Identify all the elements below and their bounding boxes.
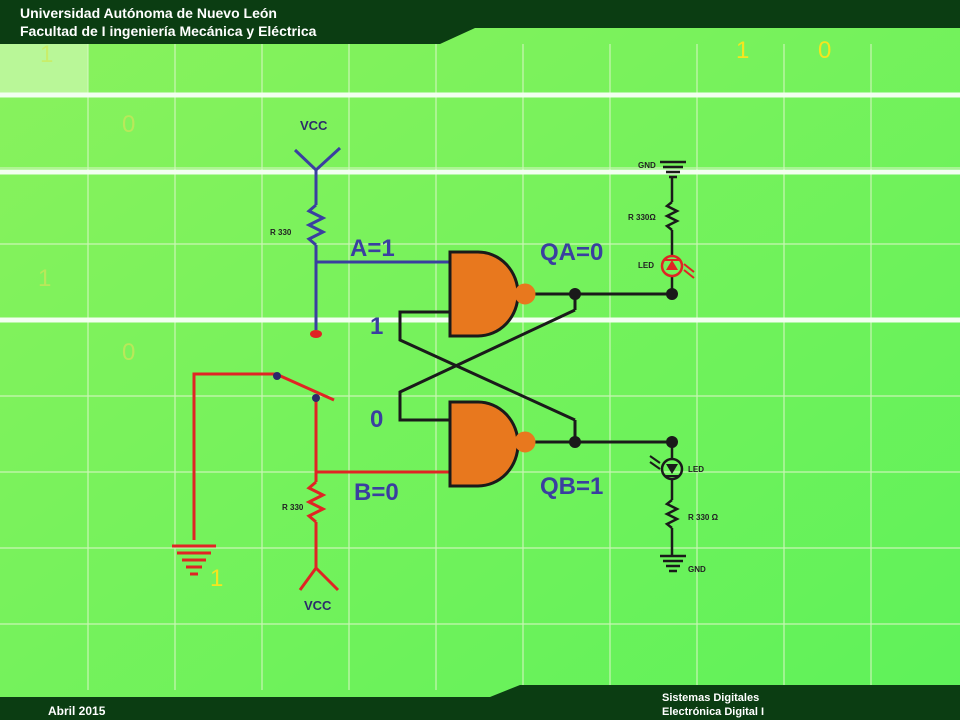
gnd-top-label: GND (638, 161, 656, 170)
footer-bar (0, 685, 960, 720)
footer-date: Abril 2015 (48, 704, 106, 718)
digit-top-left: 1 (40, 41, 53, 68)
led-top-label: LED (638, 261, 654, 270)
feedback-bottom-label: 0 (370, 406, 383, 433)
digit-left-row4: 0 (122, 339, 135, 366)
footer-course-line2: Electrónica Digital I (662, 706, 765, 718)
gnd-bottom-label: GND (688, 565, 706, 574)
led-bottom-label: LED (688, 465, 704, 474)
led-bottom-icon (649, 455, 684, 481)
nand-gate-bottom (448, 400, 536, 488)
input-a-terminal (310, 330, 322, 338)
output-bottom-circuit (660, 442, 686, 573)
vcc-top-label: VCC (300, 118, 328, 133)
faculty-title: Facultad de I ingeniería Mecánica y Eléc… (20, 23, 317, 39)
footer-course-line1: Sistemas Digitales (662, 692, 760, 704)
res-bottom-label: R 330 (282, 503, 304, 512)
nand-top-bubble (514, 283, 536, 305)
university-title: Universidad Autónoma de Nuevo León (20, 5, 277, 21)
input-b-circuit (192, 372, 450, 592)
res-top-label: R 330 (270, 228, 292, 237)
input-a-circuit (293, 146, 450, 330)
res-led-top-label: R 330Ω (628, 213, 656, 222)
input-b-label: B=0 (354, 479, 399, 506)
junction-qa (569, 288, 581, 300)
output-top-circuit (660, 160, 686, 294)
feedback-wiring (398, 292, 672, 444)
ground-left-symbol (172, 544, 216, 576)
output-qb-label: QB=1 (540, 473, 603, 500)
switch-contact (312, 394, 320, 402)
nand-bottom-bubble (514, 431, 536, 453)
input-a-label: A=1 (350, 235, 395, 262)
digit-top-right-1: 1 (736, 37, 749, 64)
vcc-bottom-label: VCC (304, 598, 332, 613)
top-left-highlight-cell (0, 44, 88, 94)
feedback-top-label: 1 (370, 313, 383, 340)
digit-left-row2: 0 (122, 111, 135, 138)
junction-qb (569, 436, 581, 448)
switch-pivot (273, 372, 281, 380)
digit-top-right-0: 0 (818, 37, 831, 64)
digit-left-row3: 1 (38, 265, 51, 292)
res-led-bottom-label: R 330 Ω (688, 513, 719, 522)
led-top-icon (660, 254, 695, 279)
header-bar (0, 0, 960, 44)
digit-bottom: 1 (210, 565, 223, 592)
nand-gate-top (448, 250, 536, 338)
output-qa-label: QA=0 (540, 239, 603, 266)
